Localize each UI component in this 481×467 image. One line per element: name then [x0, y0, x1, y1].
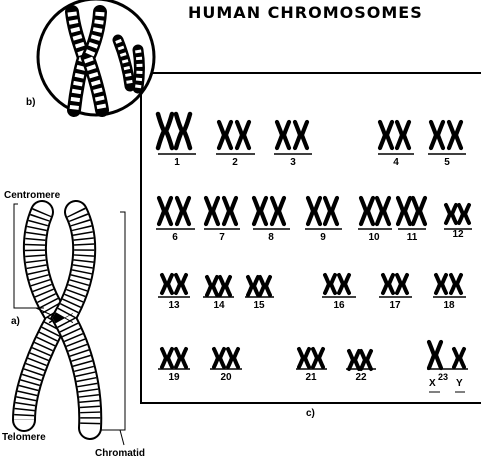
centromere-label: Centromere: [4, 190, 60, 201]
pair-number: 11: [397, 232, 427, 243]
pair-number: 7: [207, 232, 237, 243]
pair-number: 14: [204, 300, 234, 311]
pair-number: 5: [432, 157, 462, 168]
pair-number: 1: [162, 157, 192, 168]
pair-4: [378, 122, 414, 154]
panel-b-label: b): [26, 97, 35, 108]
pair-18: [433, 275, 466, 297]
pair-19: [158, 349, 190, 369]
pair-number: 6: [160, 232, 190, 243]
pair-number: 12: [443, 229, 473, 240]
pair-number: 17: [380, 300, 410, 311]
pair-number: 21: [296, 372, 326, 383]
pair-7: [204, 198, 240, 229]
pair-22: [346, 351, 376, 369]
panel-c-label: c): [306, 408, 315, 419]
pair-21: [296, 349, 327, 369]
pair-12: [444, 205, 472, 229]
pair-number: 16: [324, 300, 354, 311]
y-chromosome-label: Y: [456, 378, 463, 389]
pair-11: [398, 198, 426, 229]
pair-17: [379, 275, 412, 297]
pair-number: 18: [434, 300, 464, 311]
pair-13: [158, 275, 190, 297]
pair-number: 8: [256, 232, 286, 243]
pair-2: [216, 122, 255, 154]
pair-10: [358, 198, 392, 229]
pair-20: [210, 349, 242, 369]
pair-8: [253, 198, 290, 229]
chromatid-label: Chromatid: [95, 448, 145, 459]
panel-a-label: a): [11, 316, 20, 327]
pair-number: 22: [346, 372, 376, 383]
telomere-label: Telomere: [2, 432, 46, 443]
pair-14: [203, 277, 234, 297]
pair-23-label: 23: [438, 372, 448, 382]
pair-16: [322, 275, 356, 297]
pair-15: [245, 277, 274, 297]
x-chromosome-label: X: [429, 378, 436, 389]
pair-9: [305, 198, 342, 229]
pair-number: 15: [244, 300, 274, 311]
pair-number: 4: [381, 157, 411, 168]
pair-5: [428, 122, 466, 154]
pair-3: [274, 122, 312, 154]
pair-6: [156, 198, 195, 229]
pair-number: 3: [278, 157, 308, 168]
pair-number: 20: [211, 372, 241, 383]
pair-number: 2: [220, 157, 250, 168]
pair-1: [158, 114, 196, 154]
pair-number: 9: [308, 232, 338, 243]
pair-number: 10: [359, 232, 389, 243]
pair-number: 13: [159, 300, 189, 311]
pair-number: 19: [159, 372, 189, 383]
detailed-chromosome: [24, 212, 90, 428]
